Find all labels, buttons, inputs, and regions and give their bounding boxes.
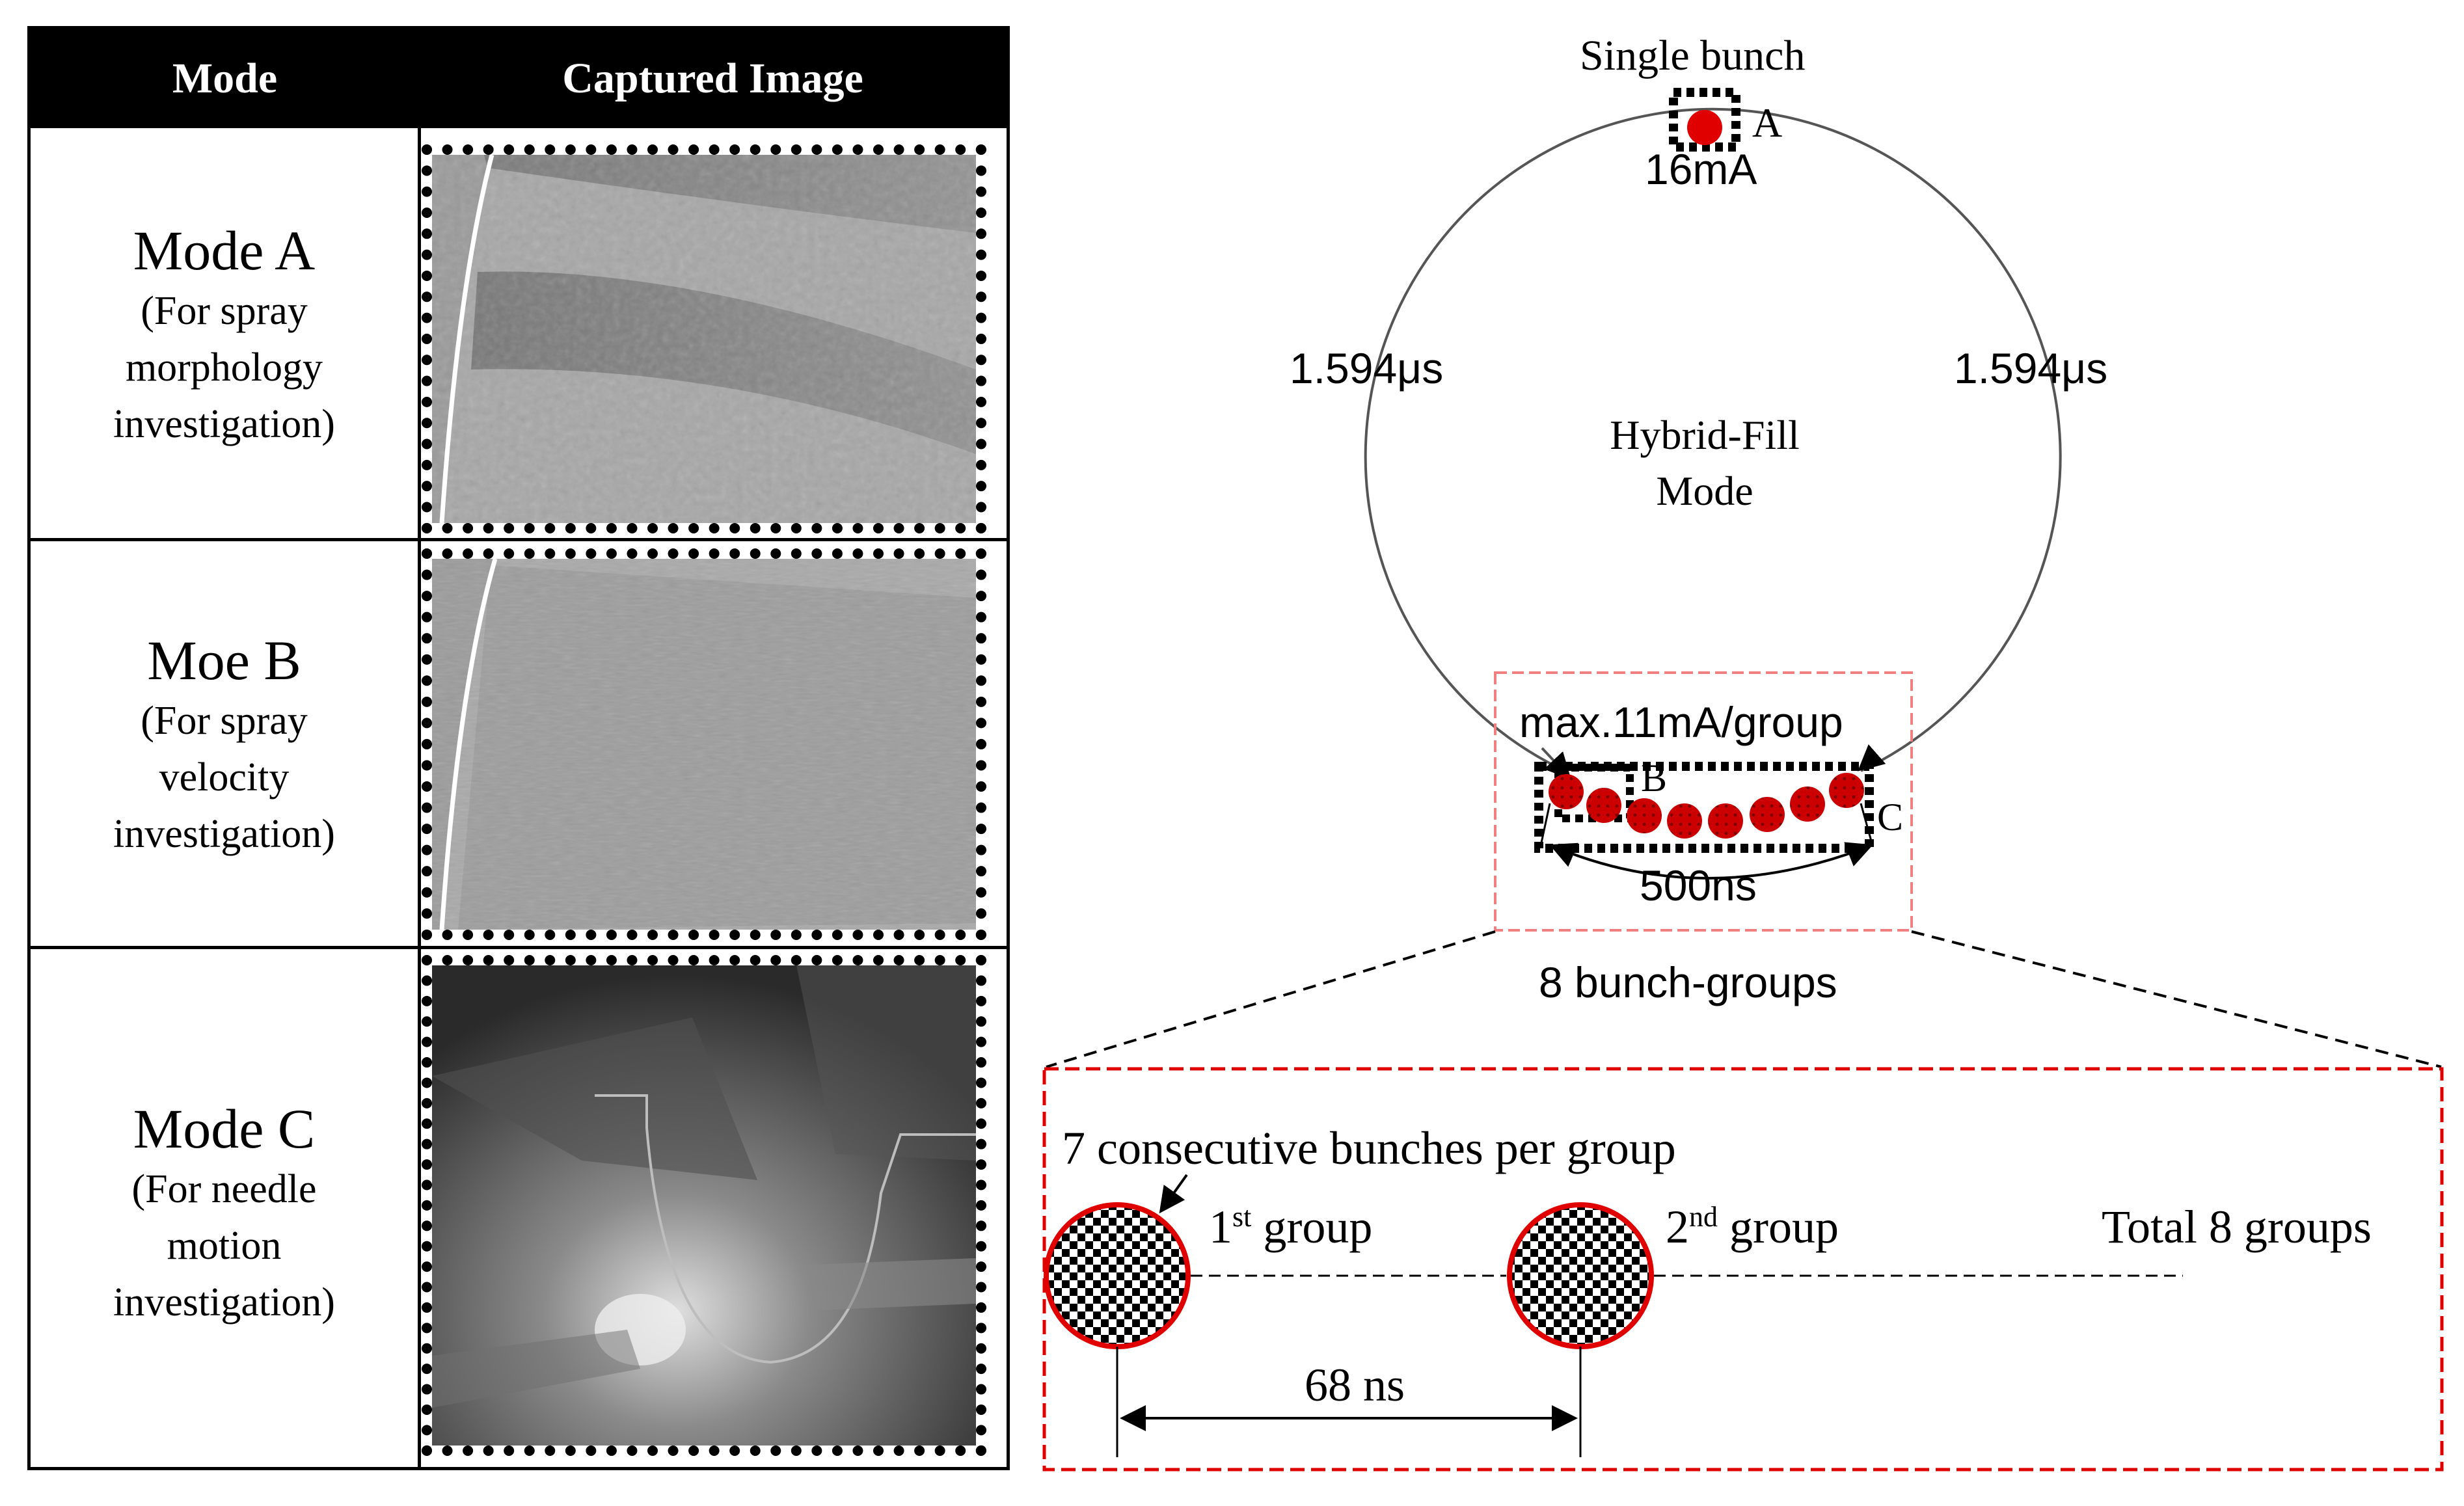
- marker-a: A: [1752, 100, 1783, 146]
- span-label: 500ns: [1640, 861, 1757, 909]
- captured-image-b: [422, 548, 986, 940]
- bunch-group: [1549, 774, 1584, 809]
- first-group-circle: [1044, 1202, 1191, 1349]
- second-group-word: group: [1718, 1201, 1839, 1253]
- marker-c: C: [1877, 796, 1904, 839]
- row-divider: [31, 538, 1007, 541]
- single-bunch-box: [1669, 88, 1740, 152]
- bunch-group: [1790, 787, 1825, 822]
- spacing-label: 68 ns: [1305, 1359, 1405, 1411]
- right-time-label: 1.594μs: [1954, 344, 2108, 392]
- table-header: Mode Captured Image: [31, 29, 1007, 128]
- left-time-label: 1.594μs: [1290, 344, 1444, 392]
- mode-name: Mode A: [133, 219, 316, 282]
- zoom-line-right: [1911, 930, 2442, 1068]
- single-bunch-label: Single bunch: [1580, 32, 1806, 79]
- group-region-box: [1494, 671, 1913, 932]
- consecutive-bunches-label: 7 consecutive bunches per group: [1062, 1122, 1676, 1174]
- first-group-suffix: st: [1232, 1201, 1252, 1233]
- mode-description: (For spray morphology investigation): [113, 289, 335, 446]
- mode-description: (For needle motion investigation): [113, 1167, 335, 1324]
- bunch-group: [1750, 797, 1785, 832]
- second-group-suffix: nd: [1689, 1201, 1718, 1233]
- second-group-number: 2: [1666, 1201, 1689, 1253]
- current-label-a: 16mA: [1645, 145, 1757, 193]
- total-groups-label: Total 8 groups: [2102, 1201, 2372, 1253]
- groups-label: 8 bunch-groups: [1539, 958, 1837, 1006]
- single-bunch-dot: [1687, 110, 1722, 145]
- bunch-group: [1829, 773, 1864, 808]
- storage-ring-left-arc: [1364, 107, 2062, 772]
- center-label-line2: Mode: [1656, 468, 1753, 514]
- mode-name: Moe B: [147, 629, 301, 692]
- captured-image-a: [422, 144, 986, 533]
- span-tick-right: [1860, 803, 1874, 846]
- bunch-group: [1586, 788, 1621, 823]
- first-group-number: 1: [1209, 1201, 1232, 1253]
- row-divider: [31, 946, 1007, 949]
- mode-cell-a: Mode A (For spray morphology investigati…: [31, 218, 418, 453]
- mode-cell-b: Moe B (For spray velocity investigation): [31, 628, 418, 863]
- column-divider: [418, 128, 421, 1470]
- group-max-label: max.11mA/group: [1519, 698, 1843, 746]
- mode-cell-c: Mode C (For needle motion investigation): [31, 1096, 418, 1331]
- first-group-word: group: [1251, 1201, 1373, 1253]
- zoom-line-left: [1046, 930, 1496, 1068]
- first-group-label: 1st group: [1209, 1200, 1372, 1254]
- bunch-group: [1667, 803, 1702, 839]
- bunch-group: [1708, 803, 1743, 839]
- label-pointer: [1159, 1174, 1188, 1214]
- bunch-group: [1627, 798, 1662, 833]
- header-captured-image: Captured Image: [562, 55, 863, 102]
- header-mode: Mode: [172, 55, 278, 102]
- captured-image-c: [422, 955, 986, 1456]
- mode-name: Mode C: [133, 1097, 316, 1160]
- center-label-line1: Hybrid-Fill: [1610, 412, 1800, 458]
- second-group-label: 2nd group: [1666, 1200, 1839, 1254]
- span-arrow: [1549, 842, 1873, 880]
- marker-b: B: [1641, 757, 1668, 800]
- mode-description: (For spray velocity investigation): [113, 699, 335, 856]
- span-tick-left: [1539, 803, 1551, 846]
- second-group-circle: [1507, 1202, 1654, 1349]
